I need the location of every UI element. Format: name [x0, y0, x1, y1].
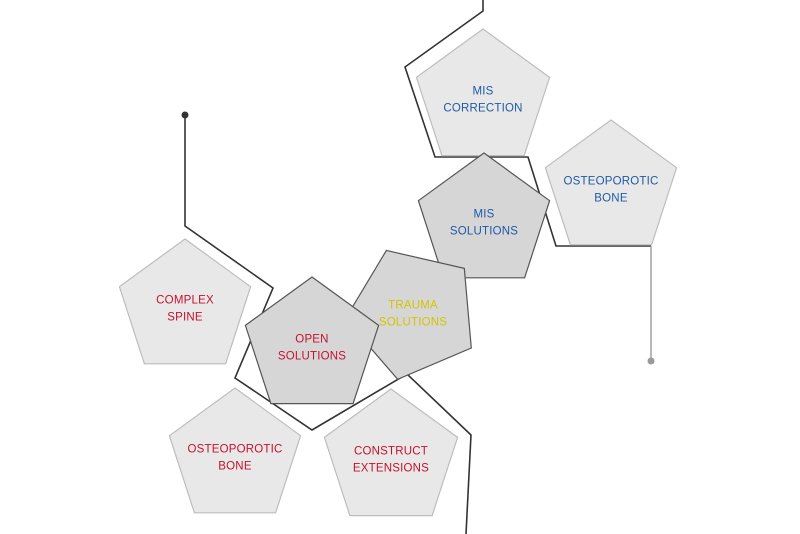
connector-line-top — [404, 0, 651, 247]
mis-correction-label-line-1: MIS — [472, 86, 493, 98]
trauma-solutions-label-line-2: SOLUTIONS — [379, 317, 447, 329]
node-open-solutions[interactable]: OPEN SOLUTIONS — [244, 276, 380, 405]
nodes-layer: MIS CORRECTION OSTEOPOROTIC BONE MIS SOLUTI… — [118, 28, 678, 517]
mis-correction-label-line-2: CORRECTION — [443, 103, 522, 115]
osteoporotic-bone-left-label-line-1: OSTEOPOROTIC — [187, 444, 282, 456]
open-solutions-label-line-2: SOLUTIONS — [278, 351, 346, 363]
open-solutions-label-line-1: OPEN — [295, 334, 328, 346]
connector-dot-left — [181, 111, 189, 119]
mis-solutions-pentagon — [417, 152, 551, 279]
node-complex-spine[interactable]: COMPLEX SPINE — [118, 238, 252, 365]
construct-extensions-pentagon — [323, 388, 459, 517]
connector-dot-right — [647, 357, 655, 365]
complex-spine-label-line-2: SPINE — [167, 312, 203, 324]
node-osteoporotic-bone-left[interactable]: OSTEOPOROTIC BONE — [168, 387, 302, 514]
node-construct-extensions[interactable]: CONSTRUCT EXTENSIONS — [323, 388, 459, 517]
trauma-solutions-label-line-1: TRAUMA — [388, 300, 438, 312]
mis-solutions-label-line-2: SOLUTIONS — [450, 226, 518, 238]
node-osteoporotic-bone-right[interactable]: OSTEOPOROTIC BONE — [544, 119, 678, 246]
complex-spine-pentagon — [118, 238, 252, 365]
construct-extensions-label-line-1: CONSTRUCT — [354, 446, 428, 458]
complex-spine-label-line-1: COMPLEX — [156, 295, 214, 307]
open-solutions-pentagon — [244, 276, 380, 405]
node-mis-correction[interactable]: MIS CORRECTION — [415, 28, 551, 157]
mis-solutions-label-line-1: MIS — [473, 209, 494, 221]
osteoporotic-bone-right-label-line-2: BONE — [594, 193, 628, 205]
osteoporotic-bone-left-label-line-2: BONE — [218, 461, 252, 473]
construct-extensions-label-line-2: EXTENSIONS — [353, 463, 429, 475]
node-mis-solutions[interactable]: MIS SOLUTIONS — [417, 152, 551, 279]
osteoporotic-bone-left-pentagon — [168, 387, 302, 514]
osteoporotic-bone-right-pentagon — [544, 119, 678, 246]
osteoporotic-bone-right-label-line-1: OSTEOPOROTIC — [563, 176, 658, 188]
